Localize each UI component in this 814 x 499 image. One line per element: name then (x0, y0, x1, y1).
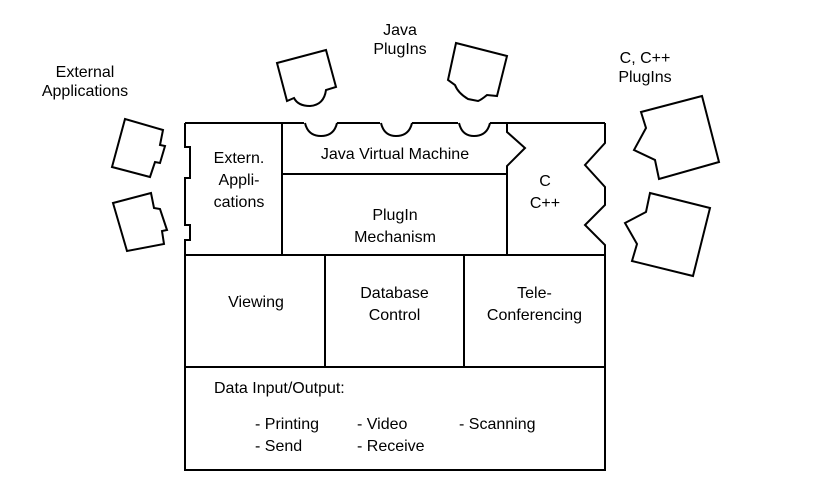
label-c-plugins: C, C++ PlugIns (618, 50, 672, 86)
data-io-item: - Video (357, 416, 408, 433)
c-plugin-piece-2 (623, 191, 712, 278)
module-plugin-mechanism: PlugIn Mechanism (354, 207, 436, 246)
c-section-left-edge (506, 123, 527, 255)
data-io-item: - Printing (255, 416, 320, 433)
module-data-io-title: Data Input/Output: (214, 380, 345, 397)
java-plugin-piece-2 (446, 41, 509, 103)
label-external-applications: External Applications (41, 64, 129, 100)
data-io-item: - Scanning (459, 416, 536, 433)
module-extern-applications: Extern. Appli- cations (213, 150, 265, 211)
data-io-item: - Send (255, 438, 303, 455)
java-plugin-piece-1 (275, 48, 338, 108)
jvm-sockets (304, 121, 491, 138)
module-java-virtual-machine: Java Virtual Machine (320, 146, 470, 163)
module-c-cpp: C C++ (529, 173, 561, 212)
module-database-control: Database Control (360, 285, 429, 324)
c-plugin-piece-1 (632, 94, 721, 181)
label-java-plugins: Java PlugIns (373, 22, 427, 58)
module-teleconferencing: Tele- Conferencing (486, 285, 583, 324)
data-io-item: - Receive (357, 438, 425, 455)
external-app-piece-2 (111, 191, 169, 253)
external-app-piece-1 (110, 117, 167, 179)
module-viewing: Viewing (228, 294, 284, 311)
